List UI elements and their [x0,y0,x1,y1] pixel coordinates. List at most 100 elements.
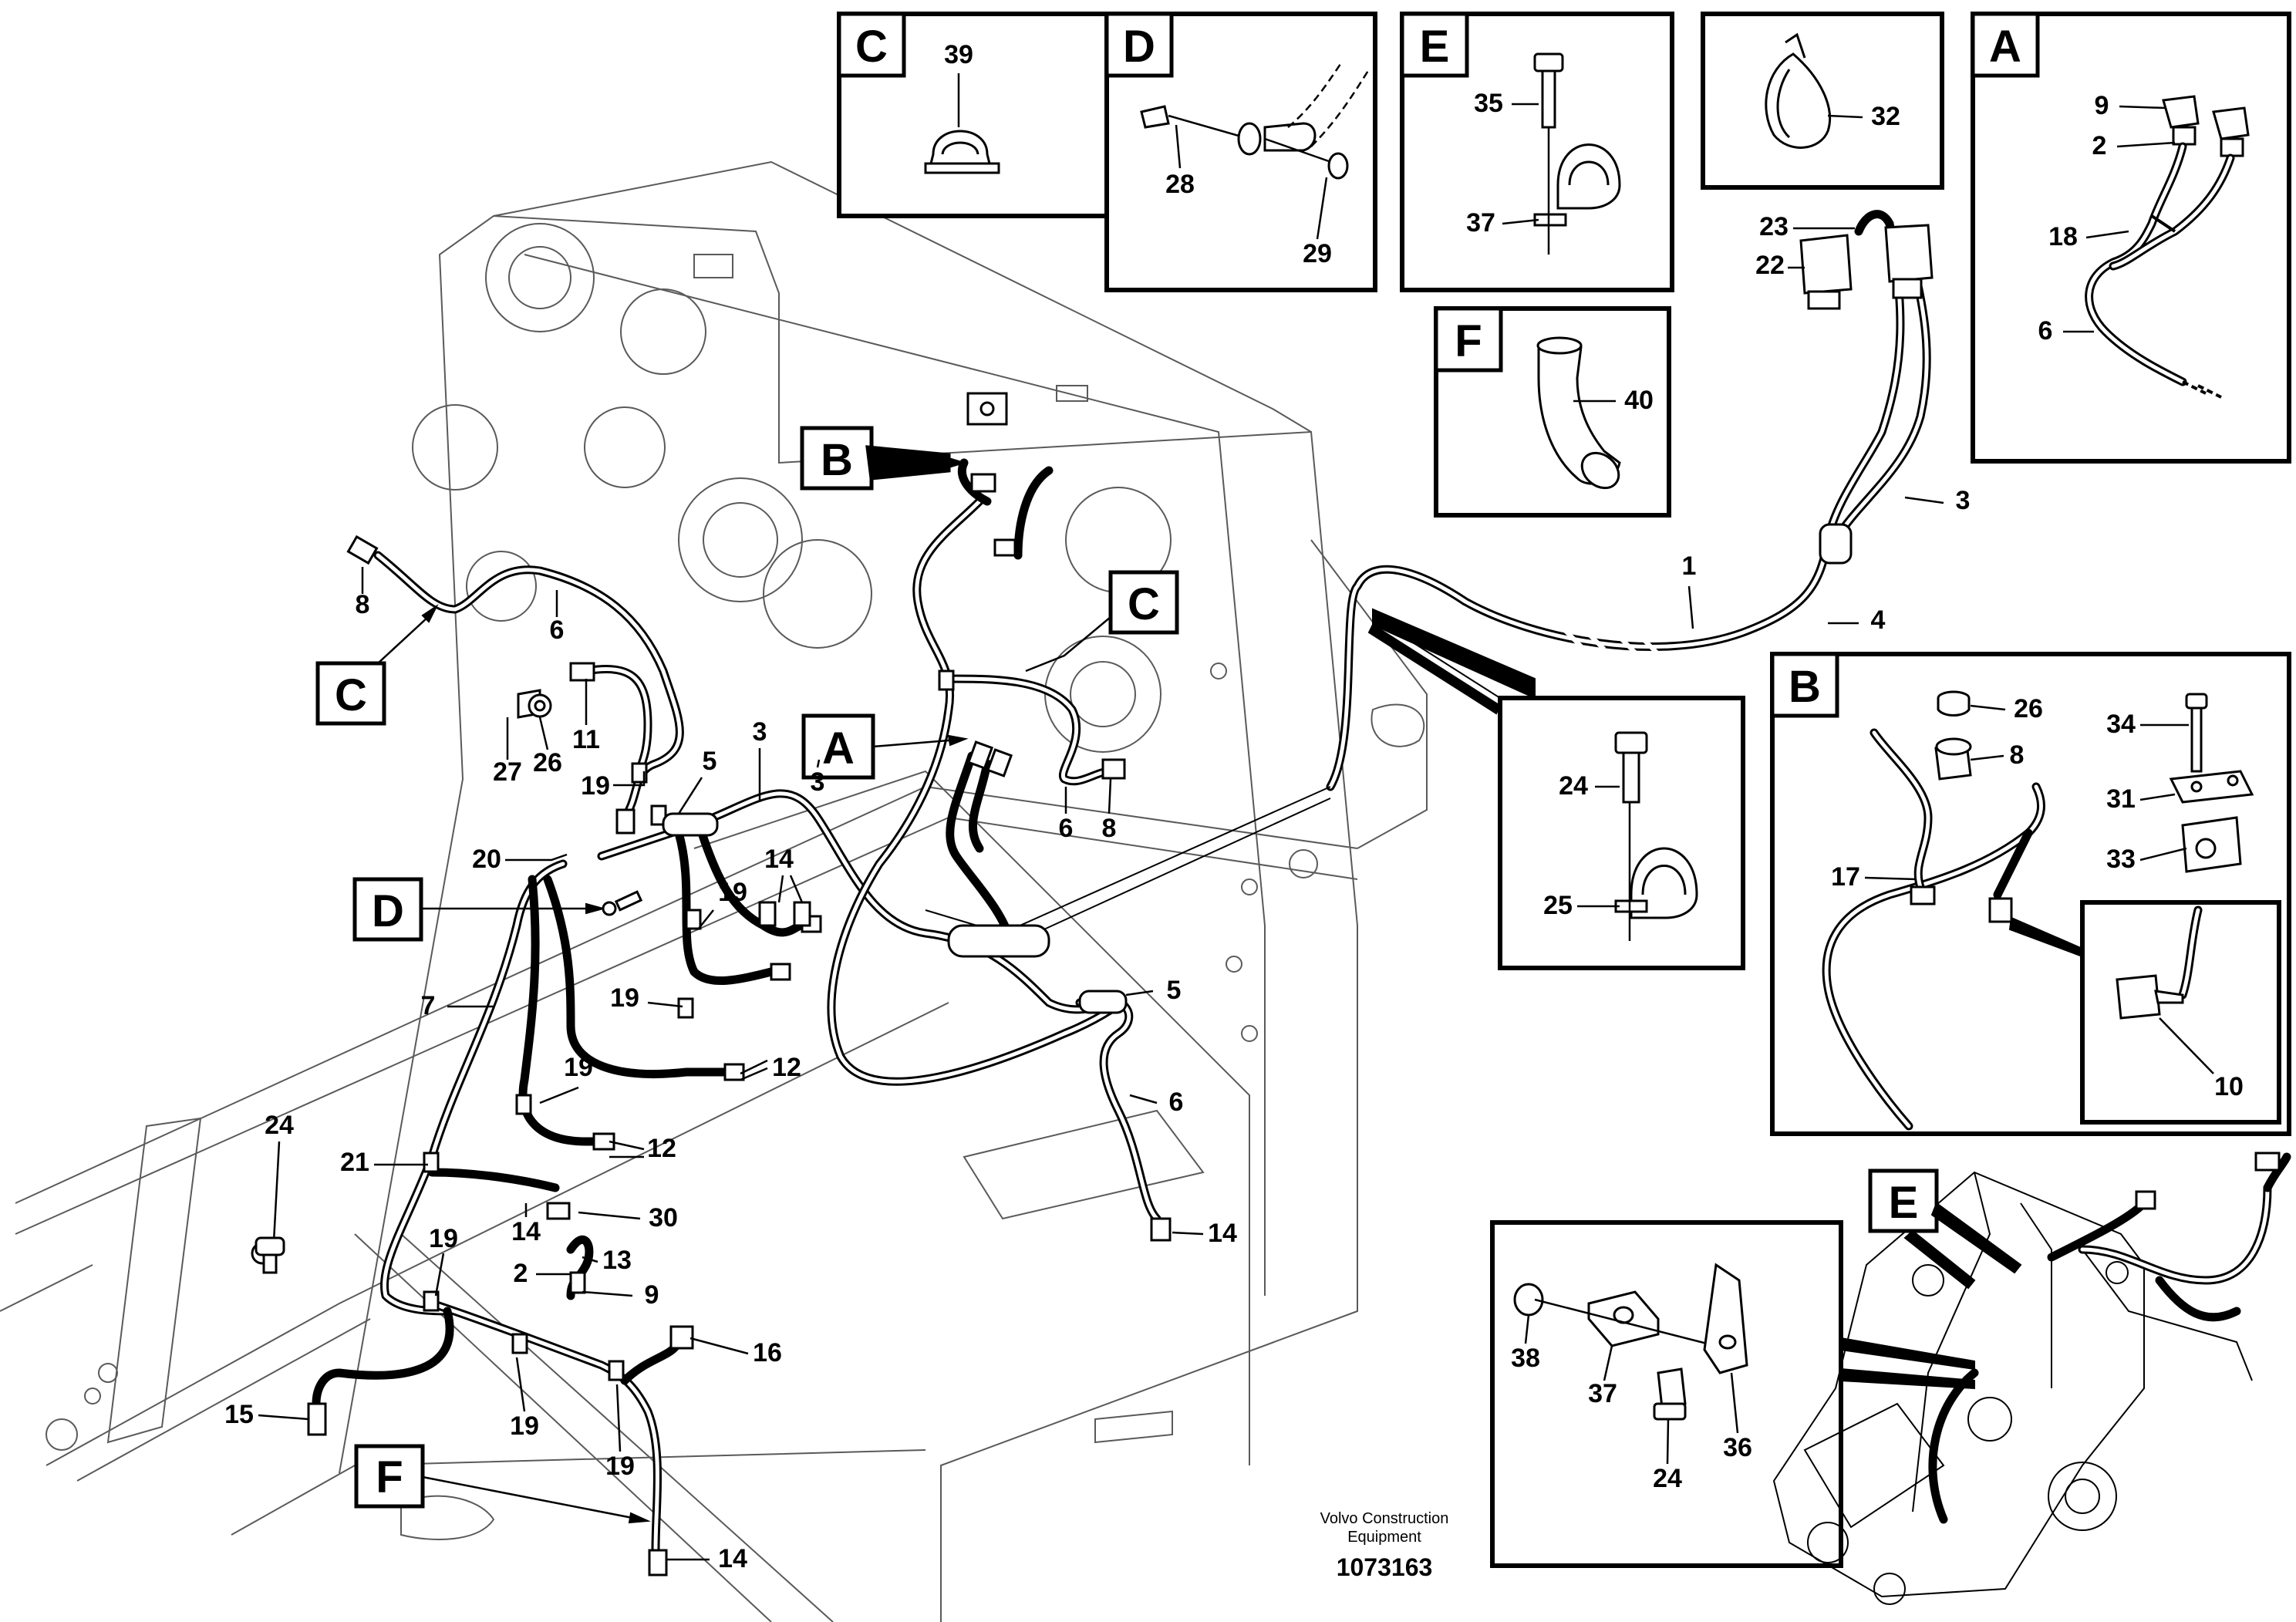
svg-text:38: 38 [1511,1344,1540,1373]
svg-text:C: C [335,670,367,720]
svg-text:7: 7 [421,991,436,1020]
svg-text:C: C [855,22,888,72]
svg-text:A: A [1989,22,2021,72]
svg-text:36: 36 [1723,1433,1752,1462]
svg-text:19: 19 [718,878,747,907]
svg-text:19: 19 [581,771,610,801]
svg-text:3: 3 [1956,486,1971,515]
detail-box-B: B 26 8 34 31 33 17 [1770,652,2291,1136]
svg-text:32: 32 [1871,102,1900,131]
svg-text:19: 19 [605,1452,635,1481]
svg-text:14: 14 [1208,1219,1237,1248]
svg-text:33: 33 [2106,845,2136,874]
svg-text:6: 6 [2038,316,2053,346]
detail-box-C: C 39 [837,12,1113,218]
svg-text:17: 17 [1831,862,1860,892]
svg-text:3: 3 [753,717,767,747]
tag-A-main: A [801,713,969,780]
drawing-number: 1073163 [1337,1553,1433,1581]
svg-text:26: 26 [533,748,562,777]
svg-text:19: 19 [510,1411,539,1441]
svg-text:6: 6 [550,615,565,645]
svg-text:19: 19 [610,983,639,1013]
svg-text:31: 31 [2106,784,2136,814]
svg-text:30: 30 [649,1203,678,1233]
svg-text:28: 28 [1165,170,1195,199]
svg-text:13: 13 [602,1246,632,1275]
bolt-24-left [255,1236,285,1274]
svg-text:12: 12 [647,1134,676,1163]
svg-text:E: E [1420,22,1450,72]
svg-text:15: 15 [224,1400,254,1429]
svg-text:34: 34 [2106,710,2136,739]
svg-text:10: 10 [2214,1072,2244,1101]
detail-box-D: D 28 29 [1104,12,1377,292]
svg-text:14: 14 [511,1217,541,1246]
svg-text:3: 3 [811,767,825,797]
svg-text:5: 5 [703,747,717,776]
svg-text:18: 18 [2048,222,2078,251]
company-line-2: Equipment [1347,1529,1421,1546]
svg-text:A: A [822,723,855,774]
svg-text:4: 4 [1871,605,1886,635]
svg-text:12: 12 [772,1053,801,1082]
tag-B-pointer [865,445,951,481]
svg-text:2: 2 [514,1259,528,1288]
detail-box-A: A 9 2 18 6 [1971,12,2291,464]
svg-text:21: 21 [340,1148,369,1177]
tag-C-main-right: C [1025,570,1179,673]
svg-text:25: 25 [1543,891,1573,920]
detail-box-F: F 40 [1434,306,1671,518]
company-line-1: Volvo Construction [1320,1510,1449,1527]
svg-text:23: 23 [1759,212,1789,241]
svg-text:22: 22 [1755,251,1785,280]
svg-text:14: 14 [718,1544,747,1573]
connector-22-23: 23 22 [1755,212,1934,310]
svg-text:24: 24 [265,1111,294,1140]
svg-text:16: 16 [753,1338,782,1367]
svg-text:39: 39 [944,40,973,69]
svg-text:6: 6 [1169,1088,1184,1117]
svg-text:D: D [372,886,404,936]
tag-B-main: B [800,426,967,491]
svg-text:24: 24 [1653,1464,1682,1493]
svg-text:9: 9 [2095,91,2109,120]
svg-text:B: B [1789,662,1821,712]
svg-text:24: 24 [1559,771,1588,801]
svg-text:9: 9 [645,1280,659,1310]
svg-text:37: 37 [1588,1379,1617,1408]
svg-text:26: 26 [2014,694,2043,723]
hose-fittings [251,392,1853,1576]
svg-text:20: 20 [472,845,501,874]
svg-text:C: C [1128,579,1160,629]
svg-text:E: E [1889,1178,1919,1228]
svg-text:40: 40 [1624,386,1654,415]
machine-overview: E [1772,1152,2291,1605]
detail-box-32: 32 [1701,12,1944,190]
tag-F-main: F [354,1444,651,1524]
svg-text:8: 8 [2010,740,2025,770]
footer: Volvo Construction Equipment 1073163 [1320,1510,1449,1581]
svg-text:8: 8 [356,590,370,619]
svg-text:F: F [376,1452,403,1502]
svg-text:37: 37 [1466,208,1495,238]
main-labels: 8 6 27 26 11 19 5 3 20 14 19 7 19 12 19 … [224,486,1970,1573]
machine-frame-outline [0,160,1428,1622]
svg-text:27: 27 [493,757,522,787]
svg-text:1: 1 [1682,551,1697,581]
detail-box-E: E 35 37 [1400,12,1674,292]
svg-text:19: 19 [564,1053,593,1082]
svg-text:6: 6 [1059,814,1074,843]
detail-box-24-25: 24 25 [1367,608,1745,970]
detail-box-E-bottom: 38 37 24 36 [1490,1220,1843,1568]
svg-text:14: 14 [764,845,794,874]
svg-text:2: 2 [2092,131,2107,160]
svg-text:8: 8 [1102,814,1117,843]
tag-D-main: D [352,877,643,942]
svg-text:F: F [1455,316,1482,366]
svg-text:11: 11 [572,725,600,754]
svg-text:29: 29 [1303,239,1332,268]
svg-text:D: D [1123,22,1155,72]
svg-text:5: 5 [1167,976,1182,1005]
